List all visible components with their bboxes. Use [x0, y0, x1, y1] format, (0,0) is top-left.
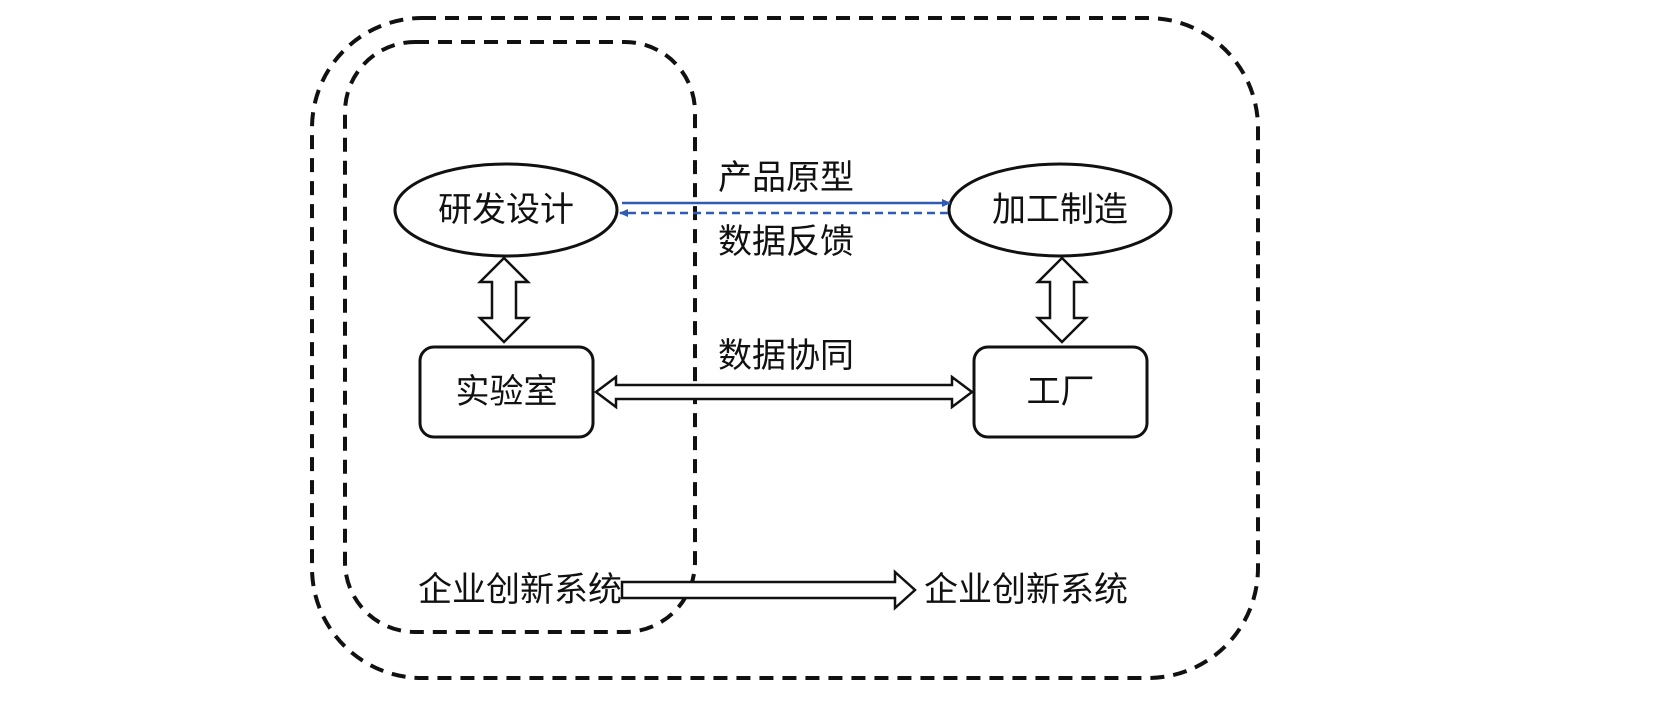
- node-rd-design: [393, 162, 619, 258]
- node-lab-label: 实验室: [455, 372, 558, 412]
- node-factory-label: 工厂: [1026, 372, 1095, 412]
- rd-lab-double-arrow: [476, 256, 532, 344]
- left-system-label: 企业创新系统: [418, 570, 622, 610]
- node-lab: [418, 345, 595, 439]
- node-rd-design-label: 研发设计: [438, 190, 574, 230]
- inner-system-boundary: [343, 40, 697, 634]
- outer-system-boundary: [310, 16, 1260, 680]
- manufacturing-factory-double-arrow: [1034, 256, 1090, 344]
- node-manufacturing-label: 加工制造: [992, 190, 1128, 230]
- lab-factory-double-arrow: [593, 374, 975, 410]
- node-manufacturing: [947, 162, 1173, 258]
- data-collaboration-label: 数据协同: [718, 336, 854, 376]
- right-system-label: 企业创新系统: [924, 570, 1128, 610]
- system-evolution-arrow: [620, 569, 917, 611]
- product-prototype-label: 产品原型: [718, 158, 854, 198]
- data-feedback-label: 数据反馈: [718, 222, 854, 262]
